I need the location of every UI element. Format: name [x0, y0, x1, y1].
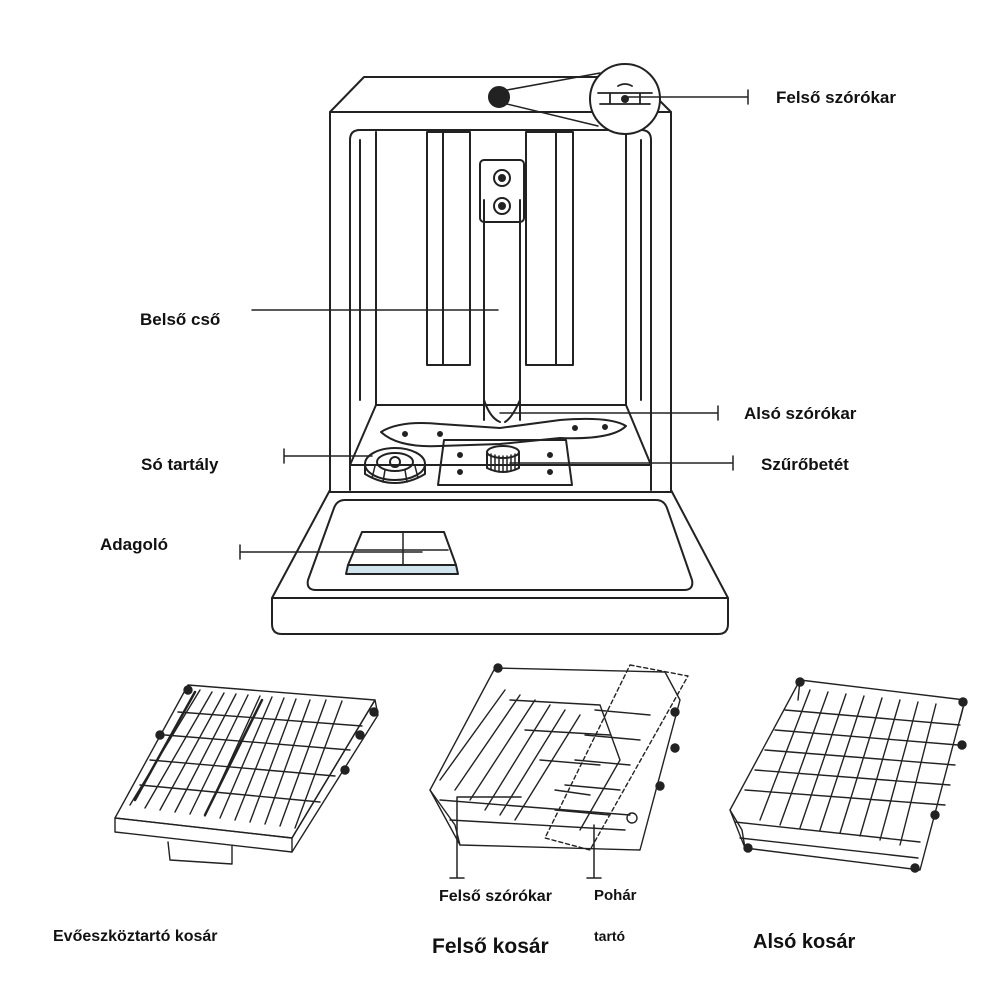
upper-basket-illustration	[429, 663, 689, 879]
leader-salt-container	[283, 448, 373, 464]
leader-lower-spray-arm	[499, 405, 719, 421]
back-rail-right	[525, 131, 574, 366]
top-spray-arm-indicator	[488, 86, 510, 108]
dishwasher-tub	[349, 129, 652, 491]
leader-dispenser	[239, 544, 423, 560]
glass-holder-outline	[544, 664, 689, 851]
label-filter: Szűrőbetét	[761, 455, 849, 474]
label-upper-basket-spray-arm: Felső szórókar	[439, 888, 552, 905]
label-inner-tube: Belső cső	[140, 310, 221, 329]
leader-top-spray-arm	[627, 89, 749, 105]
label-lower-spray-arm: Alsó szórókar	[744, 404, 857, 423]
label-top-spray-arm: Felső szórókar	[776, 88, 896, 107]
label-glass-holder-line1: Pohár	[594, 887, 637, 904]
label-upper-basket: Felső kosár	[432, 935, 549, 958]
dishwasher-illustration	[239, 63, 749, 635]
label-dispenser: Adagoló	[100, 535, 168, 554]
inner-tube-connector	[479, 159, 525, 223]
filter-plate	[437, 439, 573, 486]
leader-upper-spray-arm	[449, 796, 522, 879]
back-rail-left	[426, 131, 471, 366]
lower-basket-illustration	[729, 677, 968, 873]
leader-filter	[509, 455, 734, 471]
cutlery-basket-illustration	[114, 684, 379, 865]
label-lower-basket: Alsó kosár	[753, 931, 856, 953]
leader-glass-holder	[586, 824, 602, 879]
lower-spray-arm	[380, 417, 627, 448]
label-salt-container: Só tartály	[141, 455, 219, 474]
label-glass-holder-line2: tartó	[594, 928, 626, 944]
dishwasher-door	[271, 489, 729, 635]
dishwasher-cabinet	[329, 111, 672, 493]
detergent-dispenser	[347, 531, 457, 566]
door-inner-panel	[306, 499, 694, 591]
label-cutlery-basket: Evőeszköztartó kosár	[53, 928, 218, 945]
